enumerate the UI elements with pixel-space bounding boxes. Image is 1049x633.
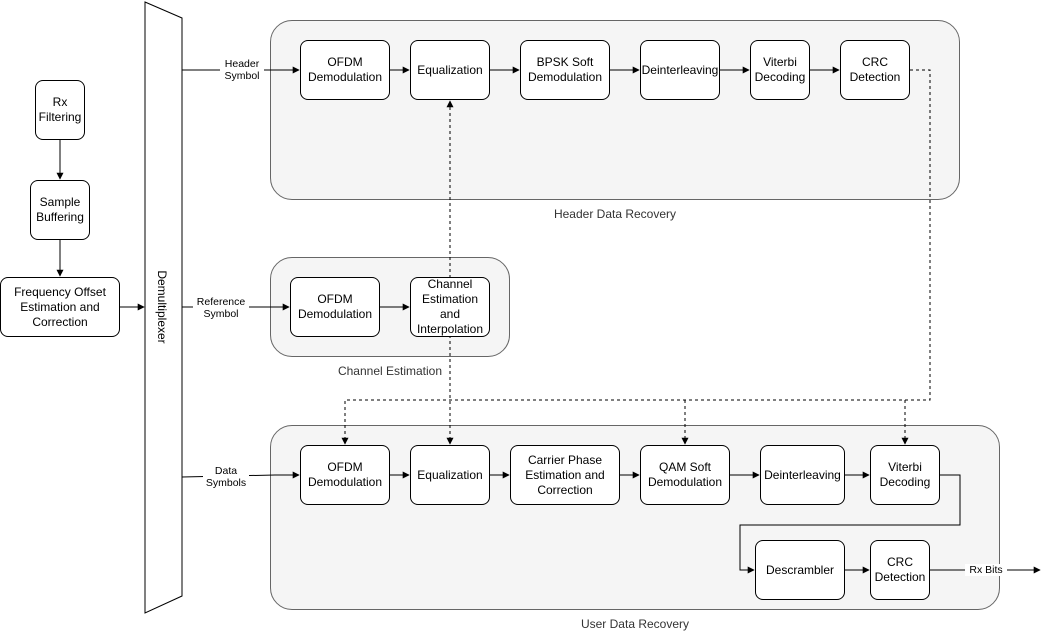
header-ofdm-demodulation-block: OFDM Demodulation — [300, 40, 390, 100]
header-data-recovery-label: Header Data Recovery — [553, 207, 677, 221]
data-symbols-label: Data Symbols — [203, 465, 249, 489]
channel-estimation-label: Channel Estimation — [337, 364, 443, 378]
header-viterbi-decoding-block: Viterbi Decoding — [750, 40, 810, 100]
user-data-recovery-label: User Data Recovery — [580, 617, 690, 631]
user-crc-detection-block: CRC Detection — [870, 540, 930, 600]
demultiplexer-shape — [144, 1, 183, 614]
header-symbol-label: Header Symbol — [220, 58, 264, 82]
user-equalization-block: Equalization — [410, 445, 490, 505]
descrambler-block: Descrambler — [755, 540, 845, 600]
channel-estimation-interpolation-block: Channel Estimation and Interpolation — [410, 277, 490, 337]
demultiplexer-label: Demultiplexer — [155, 270, 169, 344]
reference-symbol-label: Reference Symbol — [193, 296, 249, 320]
bpsk-soft-demodulation-block: BPSK Soft Demodulation — [520, 40, 610, 100]
header-crc-detection-block: CRC Detection — [840, 40, 910, 100]
user-deinterleaving-block: Deinterleaving — [760, 445, 845, 505]
user-ofdm-demodulation-block: OFDM Demodulation — [300, 445, 390, 505]
user-viterbi-decoding-block: Viterbi Decoding — [870, 445, 940, 505]
rx-bits-label: Rx Bits — [965, 564, 1007, 576]
rx-filtering-block: Rx Filtering — [35, 80, 85, 140]
carrier-phase-block: Carrier Phase Estimation and Correction — [510, 445, 620, 505]
frequency-offset-block: Frequency Offset Estimation and Correcti… — [0, 277, 120, 337]
channel-ofdm-demodulation-block: OFDM Demodulation — [290, 277, 380, 337]
header-equalization-block: Equalization — [410, 40, 490, 100]
sample-buffering-block: Sample Buffering — [30, 180, 90, 240]
header-deinterleaving-block: Deinterleaving — [640, 40, 720, 100]
qam-soft-demodulation-block: QAM Soft Demodulation — [640, 445, 730, 505]
